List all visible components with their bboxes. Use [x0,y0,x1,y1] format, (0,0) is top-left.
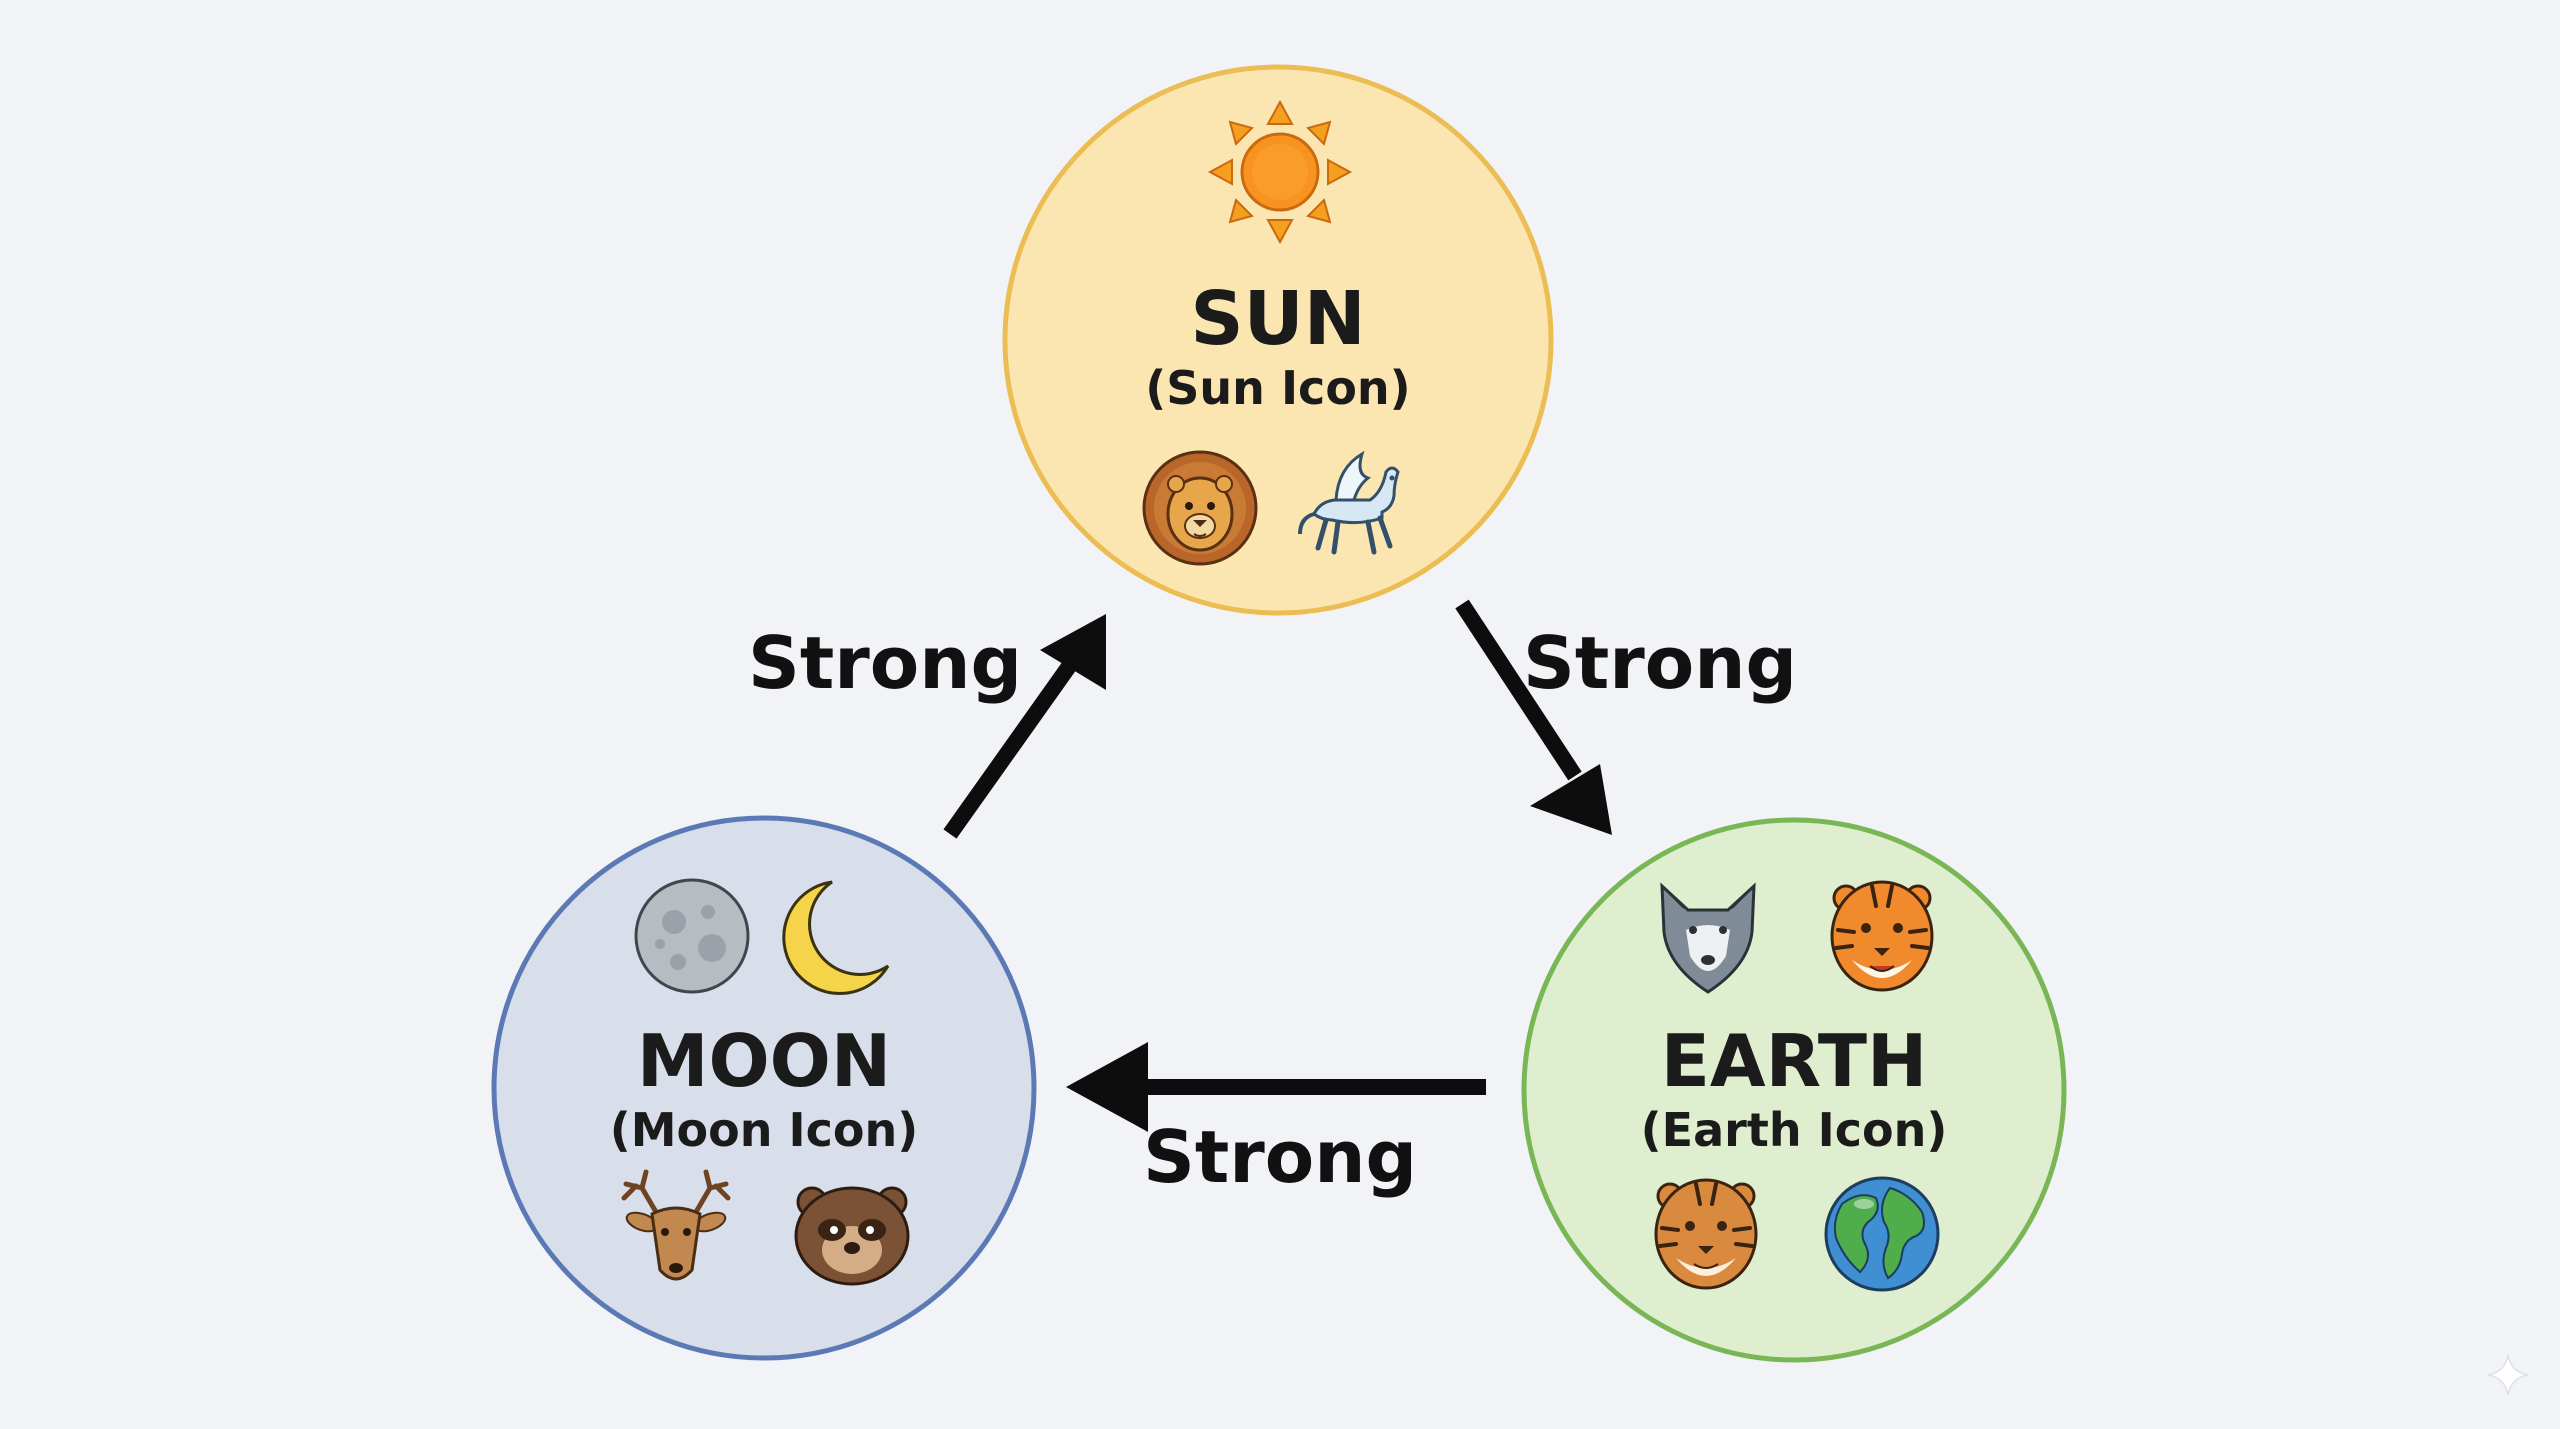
sparkle-icon [2487,1354,2529,1396]
edge-moon-to-sun [943,614,1106,839]
node-earth: EARTH (Earth Icon) [1521,817,2067,1363]
raccoon-icon [794,1186,910,1286]
moon-subtitle: (Moon Icon) [610,1103,919,1157]
tiger-icon [1830,880,1934,992]
globe-icon [1824,1176,1940,1292]
full-moon-icon [634,878,750,994]
node-moon: MOON (Moon Icon) [491,815,1037,1361]
node-sun: SUN (Sun Icon) [1002,64,1554,616]
crescent-moon-icon [782,880,890,995]
sun-circle [1002,64,1554,616]
edge-earth-to-moon [1066,1042,1486,1132]
moon-title: MOON [637,1019,891,1103]
earth-title: EARTH [1661,1019,1927,1103]
deer-icon [621,1169,731,1281]
sun-subtitle: (Sun Icon) [1145,361,1410,415]
edge-label-moon-sun: Strong [748,621,1022,705]
edge-label-sun-earth: Strong [1523,621,1797,705]
tiger-icon [1654,1178,1758,1290]
sun-title: SUN [1190,276,1365,362]
pegasus-icon [1298,450,1400,555]
wolf-icon [1660,882,1756,994]
edge-sun-to-earth [1455,599,1612,835]
lion-icon [1142,450,1258,566]
edge-label-earth-moon: Strong [1143,1115,1417,1199]
earth-subtitle: (Earth Icon) [1641,1103,1948,1157]
sun-icon [1207,99,1353,245]
